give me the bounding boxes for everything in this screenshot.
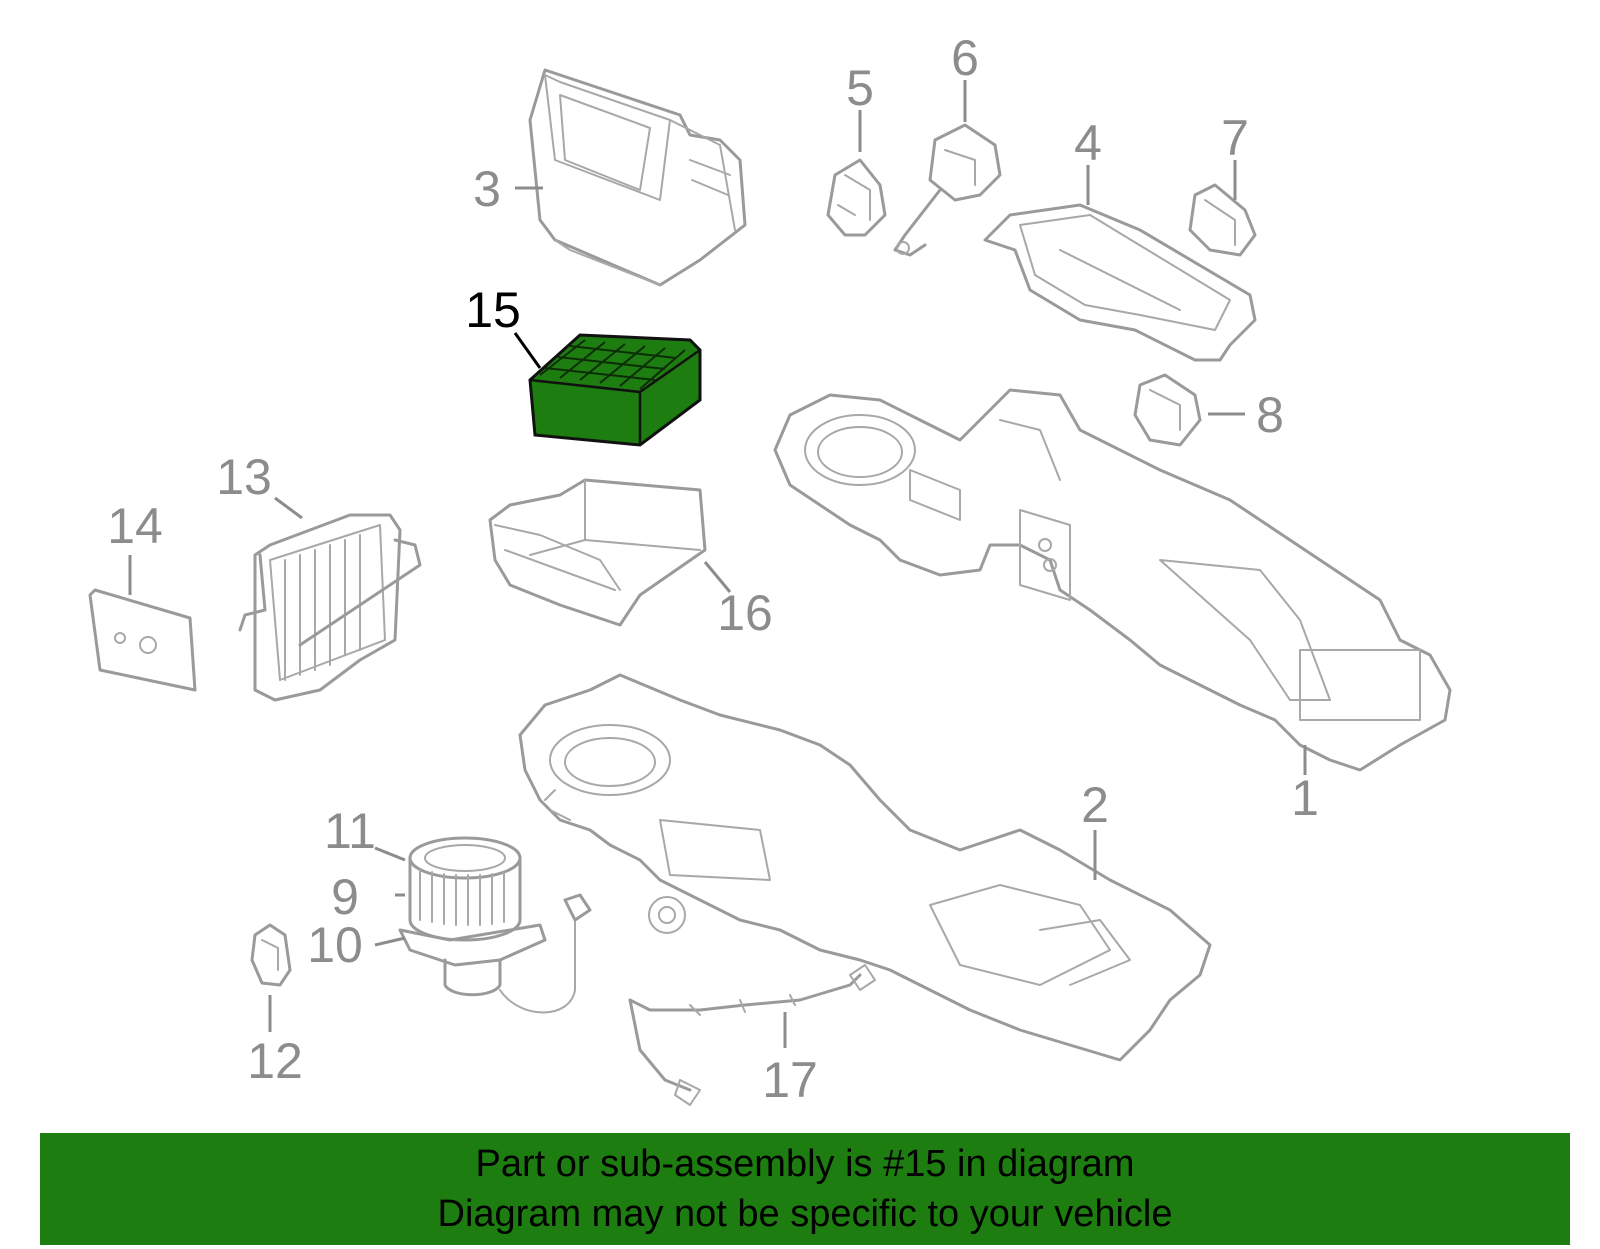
callout-11[interactable]: 11	[324, 803, 376, 859]
part-7-actuator[interactable]	[1188, 183, 1257, 257]
part-5-actuator[interactable]	[826, 158, 887, 237]
part-13-evaporator[interactable]	[238, 513, 422, 702]
leader-lines	[128, 80, 1307, 1048]
callout-labels: 1 2 3 4 5 6 7 8 9 10 11 12 13 14 15 16 1…	[107, 30, 1319, 1108]
callout-16[interactable]: 16	[717, 585, 773, 641]
banner-line-1: Part or sub-assembly is #15 in diagram	[475, 1143, 1135, 1185]
callout-5[interactable]: 5	[846, 60, 874, 116]
callout-1[interactable]: 1	[1291, 770, 1319, 826]
callout-10[interactable]: 10	[307, 917, 363, 973]
callout-13[interactable]: 13	[216, 449, 272, 505]
callout-12[interactable]: 12	[247, 1033, 303, 1089]
leader-13	[274, 496, 303, 520]
leader-11	[374, 846, 406, 862]
callout-9[interactable]: 9	[331, 869, 359, 925]
callout-2[interactable]: 2	[1081, 777, 1109, 833]
part-17-wire-harness[interactable]	[628, 964, 876, 1106]
part-11-blower-wheel	[424, 844, 506, 872]
part-4-tray[interactable]	[983, 203, 1257, 362]
leader-16	[703, 561, 732, 593]
part-14-seal[interactable]	[88, 588, 197, 692]
part-2-lower-case[interactable]	[518, 673, 1212, 1062]
part-6-actuator-linkage[interactable]	[893, 123, 1002, 257]
callout-4[interactable]: 4	[1074, 115, 1102, 171]
banner-line-2: Diagram may not be specific to your vehi…	[437, 1193, 1173, 1235]
callout-6[interactable]: 6	[951, 30, 979, 86]
part-12-connector[interactable]	[250, 923, 292, 987]
info-banner: Part or sub-assembly is #15 in diagram D…	[40, 1133, 1570, 1245]
callout-3[interactable]: 3	[473, 161, 501, 217]
part-1-upper-case[interactable]	[773, 388, 1452, 772]
callout-17[interactable]: 17	[762, 1052, 818, 1108]
callout-14[interactable]: 14	[107, 498, 163, 554]
callout-7[interactable]: 7	[1221, 110, 1249, 166]
part-9-blower-motor[interactable]	[408, 836, 522, 942]
callout-8[interactable]: 8	[1256, 387, 1284, 443]
part-15-highlighted[interactable]	[528, 333, 702, 447]
callout-15[interactable]: 15	[465, 282, 521, 338]
leader-15	[513, 332, 542, 369]
leader-10	[374, 936, 406, 947]
part-3-housing-cover[interactable]	[528, 68, 747, 287]
part-8-actuator[interactable]	[1133, 373, 1202, 447]
part-10-blower-flange[interactable]	[398, 923, 547, 997]
part-16-filter-frame[interactable]	[488, 478, 707, 627]
blower-wire-harness	[499, 893, 592, 1014]
parts-diagram: 1 2 3 4 5 6 7 8 9 10 11 12 13 14 15 16 1…	[88, 30, 1452, 1108]
